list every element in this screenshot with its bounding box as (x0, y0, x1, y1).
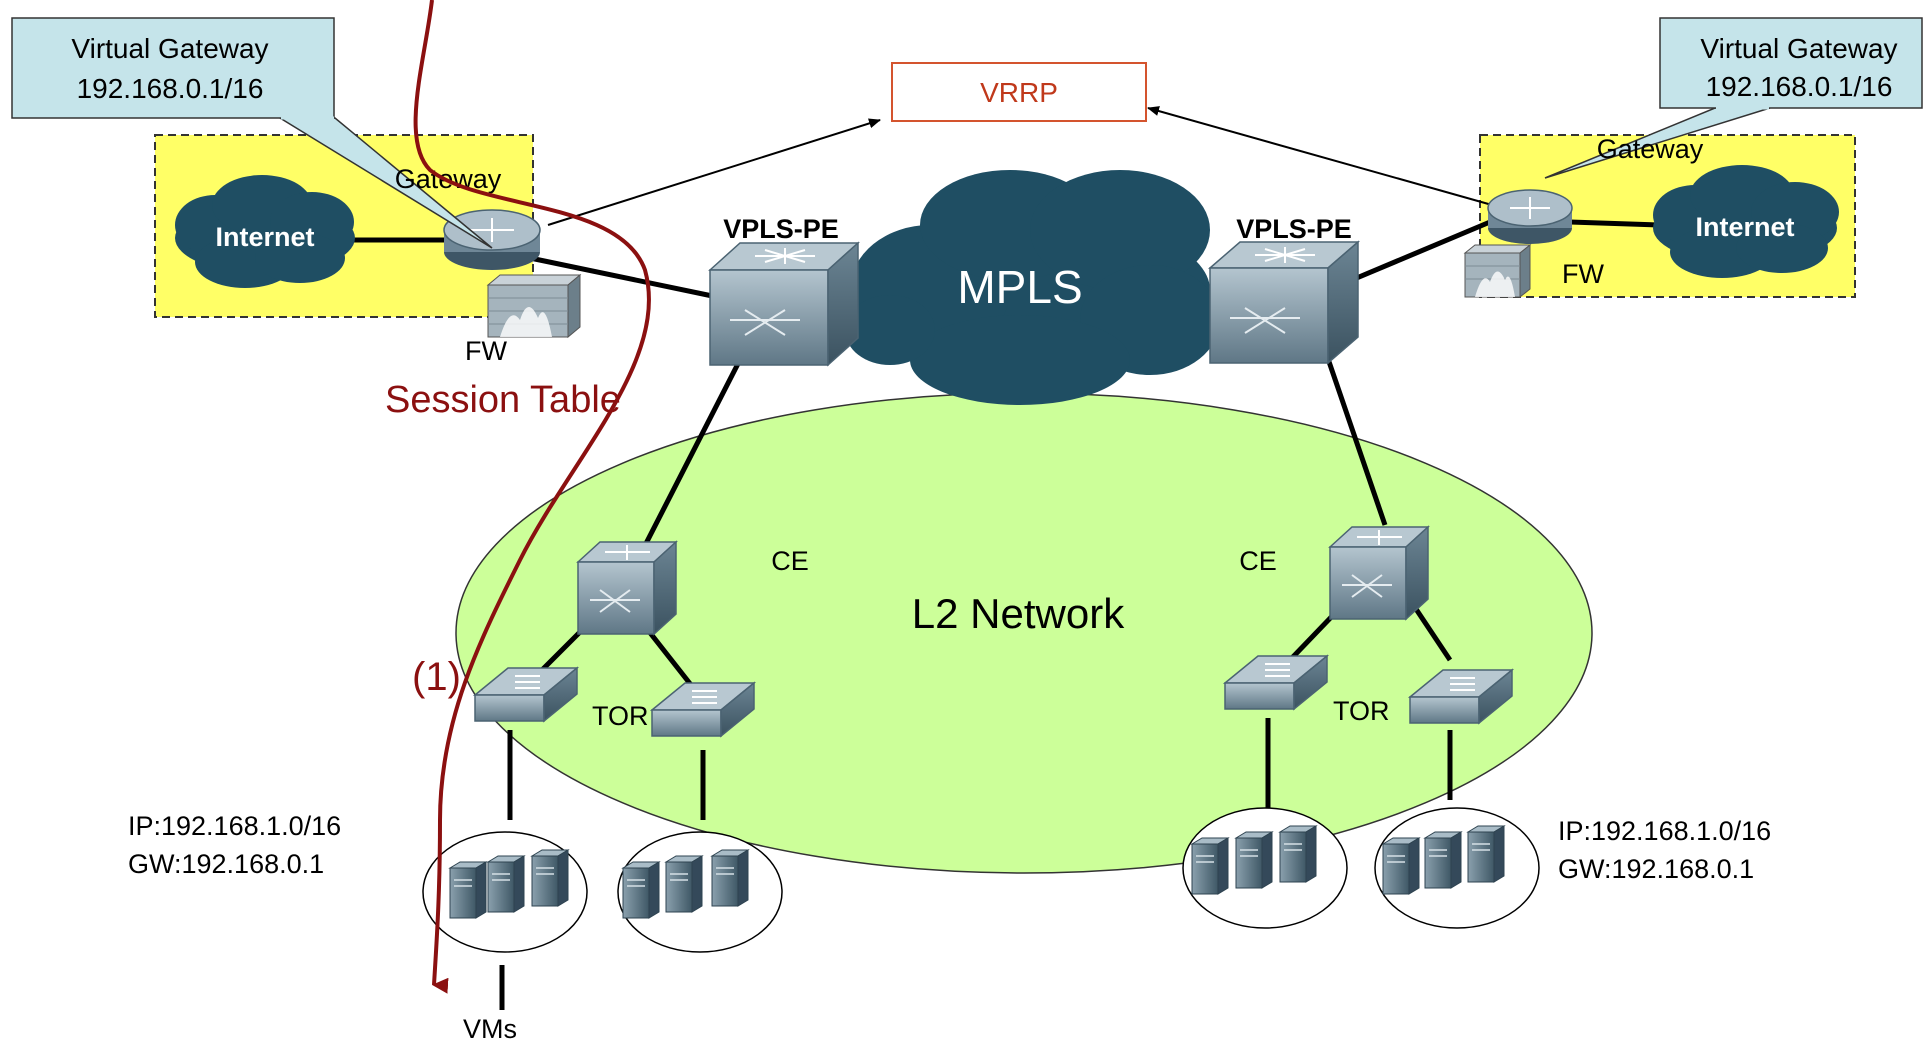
right-hosts-ip: IP:192.168.1.0/16 (1558, 816, 1771, 846)
vms-label: VMs (463, 1014, 517, 1040)
vrrp-box (891, 62, 1147, 122)
right-callout-box (1659, 17, 1923, 109)
mpls-label: MPLS (957, 261, 1082, 313)
vpls-pe-left-label: VPLS-PE (723, 214, 839, 244)
right-fw-label: FW (1562, 259, 1604, 289)
left-fw-label: FW (465, 336, 507, 366)
tor-switch-3 (1222, 654, 1330, 711)
tor-switch-2 (649, 681, 757, 738)
left-callout-line2: 192.168.0.1/16 (77, 73, 264, 104)
ce-left-switch (576, 540, 678, 636)
right-internet-label: Internet (1695, 212, 1794, 242)
l2-network-label: L2 Network (912, 590, 1125, 637)
ce-right-label: CE (1239, 546, 1277, 576)
right-internet-cloud (1653, 165, 1839, 278)
tor-switch-1 (472, 666, 580, 723)
left-callout-box (11, 17, 335, 119)
step-marker-label: (1) (412, 655, 461, 699)
mpls-cloud (845, 170, 1220, 405)
tor-switch-4 (1407, 668, 1515, 725)
vpls-pe-left-switch (708, 241, 860, 367)
ce-right-switch (1328, 525, 1430, 621)
ce-left-label: CE (771, 546, 809, 576)
left-hosts-gw: GW:192.168.0.1 (128, 849, 324, 879)
left-internet-label: Internet (215, 222, 314, 252)
left-internet-cloud (175, 175, 355, 288)
vpls-pe-right-label: VPLS-PE (1236, 214, 1352, 244)
session-table-label: Session Table (385, 379, 621, 421)
tor-left-label: TOR (592, 701, 649, 731)
right-callout-line2: 192.168.0.1/16 (1706, 71, 1893, 102)
left-gateway-router (443, 209, 541, 270)
right-gateway-label: Gateway (1597, 134, 1704, 164)
right-callout-line1: Virtual Gateway (1700, 33, 1897, 64)
left-callout-line1: Virtual Gateway (71, 33, 268, 64)
left-hosts-ip: IP:192.168.1.0/16 (128, 811, 341, 841)
tor-right-label: TOR (1333, 696, 1390, 726)
right-gateway-router (1487, 189, 1573, 244)
right-firewall (1463, 243, 1532, 299)
right-hosts-gw: GW:192.168.0.1 (1558, 854, 1754, 884)
vrrp-label: VRRP (980, 77, 1058, 108)
left-firewall (486, 273, 582, 339)
traffic-path (413, 0, 651, 994)
vrrp-arrow-right (1147, 106, 1493, 206)
vrrp-arrow-left (547, 118, 881, 226)
vpls-pe-right-switch (1207, 240, 1361, 365)
